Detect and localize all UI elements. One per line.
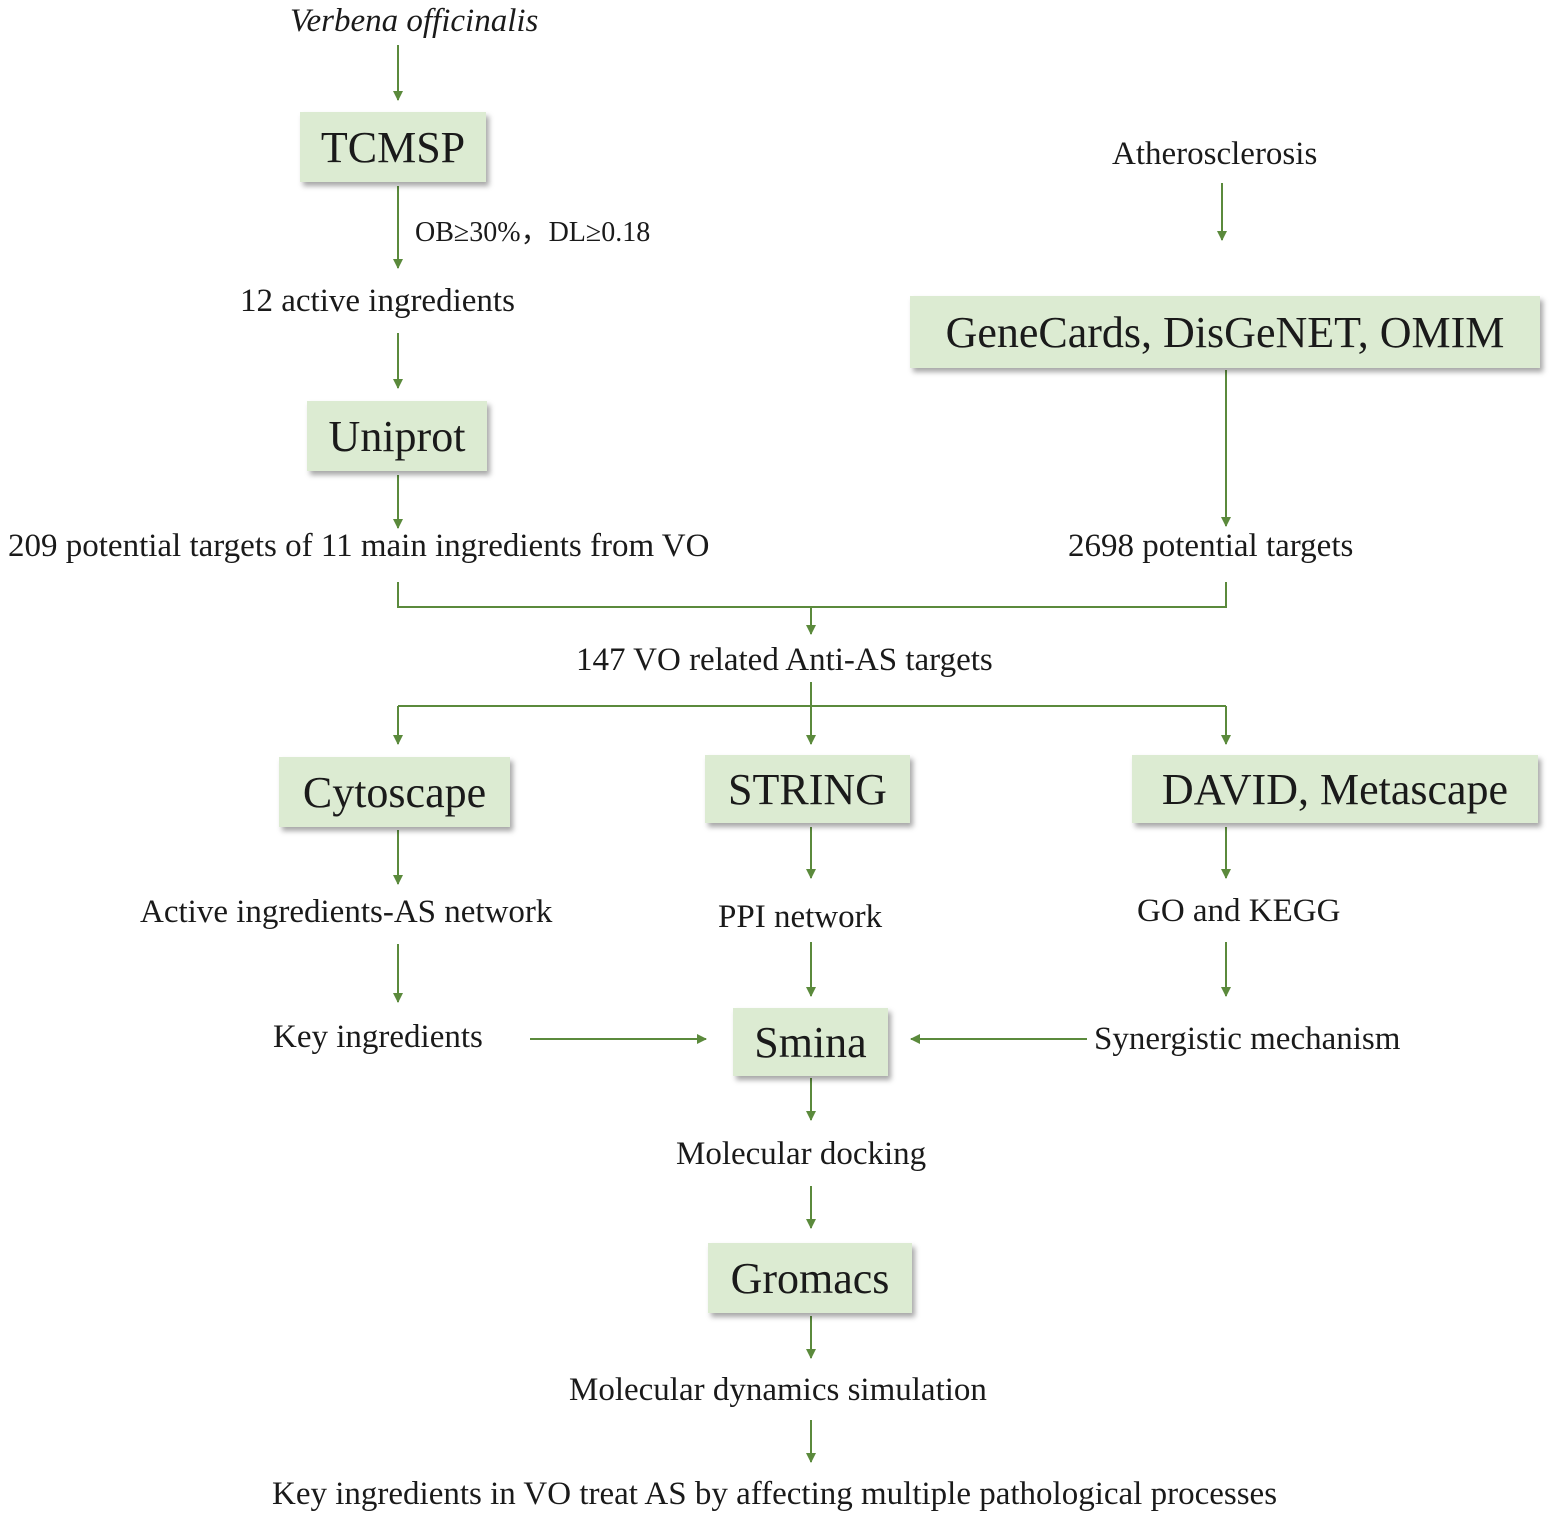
label-conclusion: Key ingredients in VO treat AS by affect… — [272, 1476, 1278, 1512]
label-verbena: Verbena officinalis — [290, 3, 539, 39]
label-ppi: PPI network — [718, 899, 883, 935]
label-docking: Molecular docking — [676, 1136, 927, 1172]
label-active-network: Active ingredients-AS network — [140, 894, 553, 930]
label-key-ingredients: Key ingredients — [273, 1019, 483, 1055]
box-uniprot: Uniprot — [307, 401, 487, 471]
box-smina: Smina — [733, 1008, 888, 1076]
box-genecards: GeneCards, DisGeNET, OMIM — [910, 296, 1540, 368]
box-david: DAVID, Metascape — [1132, 755, 1538, 823]
label-criteria: OB≥30%，DL≥0.18 — [415, 217, 651, 248]
merge-connector — [397, 582, 1227, 608]
box-tcmsp: TCMSP — [300, 112, 486, 182]
label-targets209: 209 potential targets of 11 main ingredi… — [8, 528, 710, 564]
label-md-sim: Molecular dynamics simulation — [569, 1372, 987, 1408]
label-atherosclerosis: Atherosclerosis — [1112, 136, 1318, 172]
box-gromacs: Gromacs — [708, 1243, 912, 1313]
label-go-kegg: GO and KEGG — [1137, 893, 1341, 929]
label-targets2698: 2698 potential targets — [1068, 528, 1354, 564]
label-synergistic: Synergistic mechanism — [1094, 1021, 1401, 1057]
label-active12: 12 active ingredients — [240, 283, 515, 319]
label-targets147: 147 VO related Anti-AS targets — [576, 642, 993, 678]
box-cytoscape: Cytoscape — [279, 757, 510, 827]
box-string: STRING — [705, 755, 910, 823]
